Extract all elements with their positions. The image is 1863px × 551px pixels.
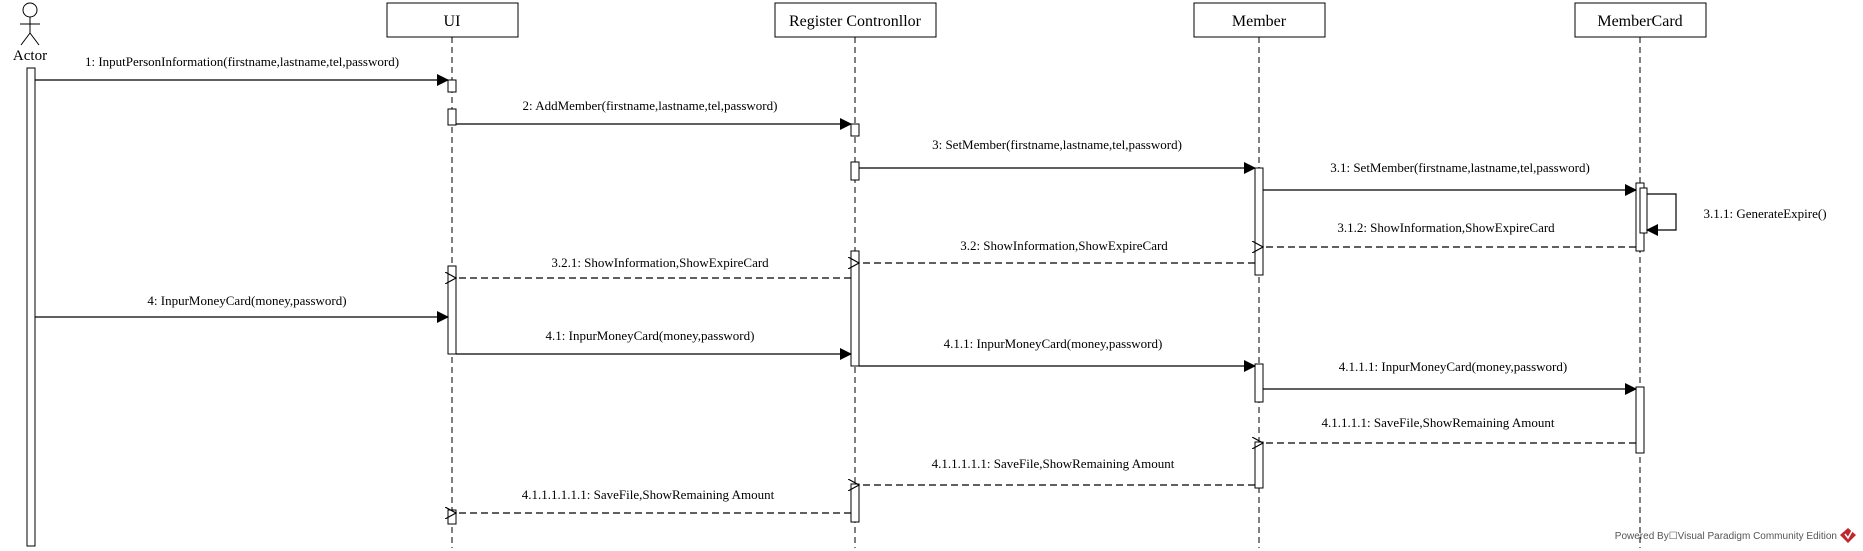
message-3-1-1: 3.1.1: GenerateExpire() xyxy=(1646,193,1827,236)
activation-member-2 xyxy=(1254,363,1264,403)
activation-controller-3 xyxy=(850,250,860,367)
lifeline-membercard-label: MemberCard xyxy=(1597,13,1682,30)
message-2: 2: AddMember(firstname,lastname,tel,pass… xyxy=(456,98,852,130)
message-4: 4: InpurMoneyCard(money,password) xyxy=(35,293,449,323)
message-3-1-1-label: 3.1.1: GenerateExpire() xyxy=(1703,206,1826,221)
message-3-2-1-label: 3.2.1: ShowInformation,ShowExpireCard xyxy=(551,255,769,270)
activation-controller-4 xyxy=(850,483,860,523)
lifeline-ui-label: UI xyxy=(444,13,461,30)
activation-ui-4 xyxy=(447,509,457,525)
message-4-1-1-1-1-1-label: 4.1.1.1.1.1: SaveFile,ShowRemaining Amou… xyxy=(932,456,1175,471)
message-4-1-1-1-1-1-1: 4.1.1.1.1.1.1: SaveFile,ShowRemaining Am… xyxy=(456,487,851,513)
lifeline-controller-label: Register Contronllor xyxy=(789,13,922,30)
message-3-2: 3.2: ShowInformation,ShowExpireCard xyxy=(859,238,1255,263)
message-4-1-1-1-1-1: 4.1.1.1.1.1: SaveFile,ShowRemaining Amou… xyxy=(859,456,1255,485)
message-4-1-1-1: 4.1.1.1: InpurMoneyCard(money,password) xyxy=(1263,359,1637,395)
activation-controller-1 xyxy=(850,123,860,137)
watermark-text: Powered By☐Visual Paradigm Community Edi… xyxy=(1615,531,1837,542)
message-4-1-1-1-1-label: 4.1.1.1.1: SaveFile,ShowRemaining Amount xyxy=(1322,415,1555,430)
message-3: 3: SetMember(firstname,lastname,tel,pass… xyxy=(859,137,1256,174)
message-3-2-label: 3.2: ShowInformation,ShowExpireCard xyxy=(960,238,1168,253)
actor-label: Actor xyxy=(13,48,47,64)
visual-paradigm-logo-icon xyxy=(1840,528,1856,543)
lifeline-member-label: Member xyxy=(1232,13,1287,30)
message-2-label: 2: AddMember(firstname,lastname,tel,pass… xyxy=(523,98,778,113)
message-4-1-1-1-1: 4.1.1.1.1: SaveFile,ShowRemaining Amount xyxy=(1263,415,1636,443)
activation-ui-2 xyxy=(447,108,457,126)
lifeline-ui-header xyxy=(386,2,519,38)
lifeline-controller: Register Contronllor xyxy=(774,2,937,548)
message-3-1-1-self-arrow xyxy=(1646,193,1677,236)
actor: Actor xyxy=(13,2,47,547)
activation-member-1 xyxy=(1254,167,1264,276)
message-3-1-label: 3.1: SetMember(firstname,lastname,tel,pa… xyxy=(1330,160,1590,175)
message-1-label: 1: InputPersonInformation(firstname,last… xyxy=(85,54,399,69)
message-4-label: 4: InpurMoneyCard(money,password) xyxy=(147,293,346,308)
watermark: Powered By☐Visual Paradigm Community Edi… xyxy=(1615,528,1856,543)
message-4-1-1-1-1-1-1-label: 4.1.1.1.1.1.1: SaveFile,ShowRemaining Am… xyxy=(522,487,775,502)
message-4-1: 4.1: InpurMoneyCard(money,password) xyxy=(456,328,852,360)
activation-ui-1 xyxy=(447,79,457,93)
lifeline-membercard-header xyxy=(1574,2,1707,38)
message-3-label: 3: SetMember(firstname,lastname,tel,pass… xyxy=(932,137,1182,152)
message-4-1-1-label: 4.1.1: InpurMoneyCard(money,password) xyxy=(944,336,1163,351)
actor-activation xyxy=(26,67,36,547)
activation-membercard-2 xyxy=(1635,386,1645,454)
activation-bars xyxy=(447,79,1648,525)
message-4-1-1-1-label: 4.1.1.1: InpurMoneyCard(money,password) xyxy=(1339,359,1567,374)
activation-ui-3 xyxy=(447,265,457,355)
message-4-1-label: 4.1: InpurMoneyCard(money,password) xyxy=(546,328,755,343)
message-3-1-2-label: 3.1.2: ShowInformation,ShowExpireCard xyxy=(1337,220,1555,235)
message-1: 1: InputPersonInformation(firstname,last… xyxy=(35,54,449,86)
message-3-1-2: 3.1.2: ShowInformation,ShowExpireCard xyxy=(1263,220,1636,247)
lifeline-membercard: MemberCard xyxy=(1574,2,1707,548)
lifeline-controller-header xyxy=(774,2,937,38)
message-4-1-1: 4.1.1: InpurMoneyCard(money,password) xyxy=(859,336,1256,372)
actor-stick-figure-icon xyxy=(20,2,40,46)
activation-member-3 xyxy=(1254,441,1264,489)
activation-controller-2 xyxy=(850,161,860,181)
activation-membercard-self xyxy=(1639,187,1648,234)
message-3-2-1: 3.2.1: ShowInformation,ShowExpireCard xyxy=(456,255,851,278)
message-3-1: 3.1: SetMember(firstname,lastname,tel,pa… xyxy=(1263,160,1637,196)
